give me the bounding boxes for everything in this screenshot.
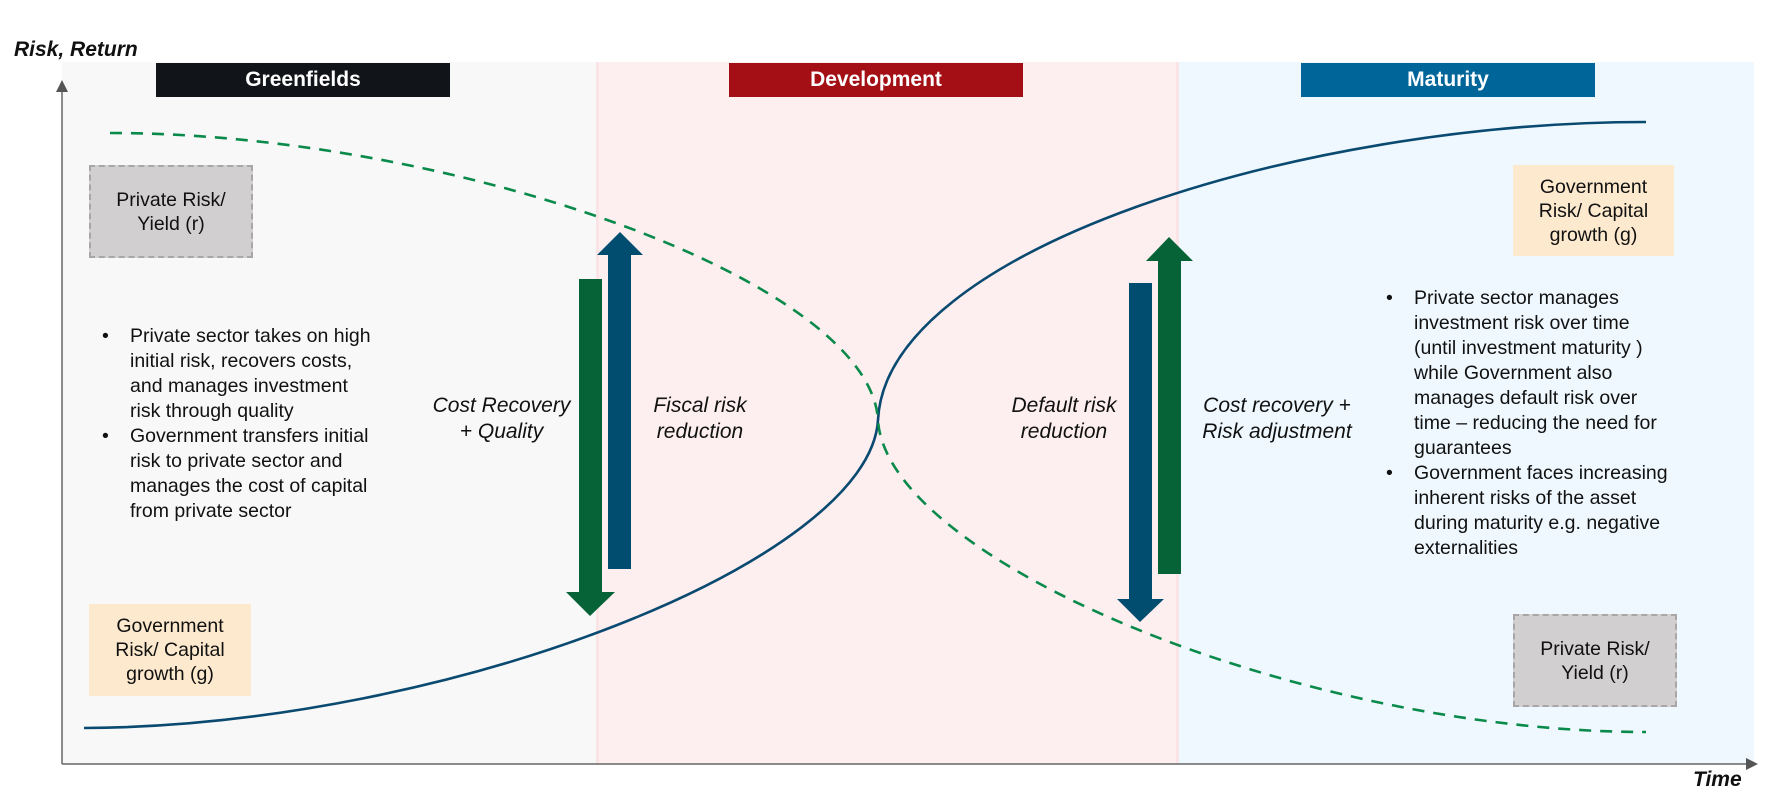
- greenfields-bullet: Government transfers initial risk to pri…: [102, 424, 382, 524]
- cost-recovery-down-arrow-icon: [566, 279, 615, 616]
- default-risk-down-arrow-icon: [1117, 283, 1164, 622]
- fiscal-risk-reduction-label: Fiscal risk reduction: [653, 394, 747, 443]
- private-risk-curve: [109, 131, 1647, 734]
- phase-header-maturity: Maturity: [1301, 63, 1595, 97]
- maturity-government-risk-label: Government Risk/ Capital growth (g): [1538, 175, 1649, 246]
- greenfields-private-risk-label: Private Risk/ Yield (r): [116, 188, 226, 235]
- government-risk-curve: [83, 120, 1647, 730]
- greenfields-bullet: Private sector takes on high initial ris…: [102, 324, 382, 424]
- y-axis-label: Risk, Return: [14, 38, 138, 61]
- development-band: [596, 62, 1176, 764]
- maturity-bullet-list: Private sector manages investment risk o…: [1386, 286, 1676, 561]
- cost-recovery-risk-adjustment-label: Cost recovery + Risk adjustment: [1202, 394, 1352, 443]
- phase-header-development: Development: [729, 63, 1023, 97]
- maturity-bullet: Private sector manages investment risk o…: [1386, 286, 1676, 461]
- greenfields-bullet-list: Private sector takes on high initial ris…: [102, 324, 382, 524]
- greenfields-government-risk-label: Government Risk/ Capital growth (g): [115, 615, 225, 685]
- x-axis-arrowhead-icon: [1746, 758, 1758, 770]
- maturity-private-risk-label: Private Risk/ Yield (r): [1540, 637, 1650, 684]
- y-axis-arrowhead-icon: [56, 80, 68, 92]
- maturity-government-risk-box: Government Risk/ Capital growth (g): [1513, 165, 1674, 256]
- maturity-private-risk-box: Private Risk/ Yield (r): [1513, 614, 1677, 707]
- x-axis-label: Time: [1693, 768, 1742, 791]
- phase-header-greenfields: Greenfields: [156, 63, 450, 97]
- maturity-bullet: Government faces increasing inherent ris…: [1386, 461, 1676, 561]
- default-risk-reduction-label: Default risk reduction: [1011, 394, 1117, 443]
- greenfields-government-risk-box: Government Risk/ Capital growth (g): [89, 604, 251, 696]
- cost-recovery-quality-label: Cost Recovery + Quality: [432, 394, 571, 443]
- greenfields-private-risk-box: Private Risk/ Yield (r): [89, 165, 253, 258]
- fiscal-risk-up-arrow-icon: [597, 232, 643, 569]
- cost-recovery-risk-up-arrow-icon: [1146, 237, 1193, 574]
